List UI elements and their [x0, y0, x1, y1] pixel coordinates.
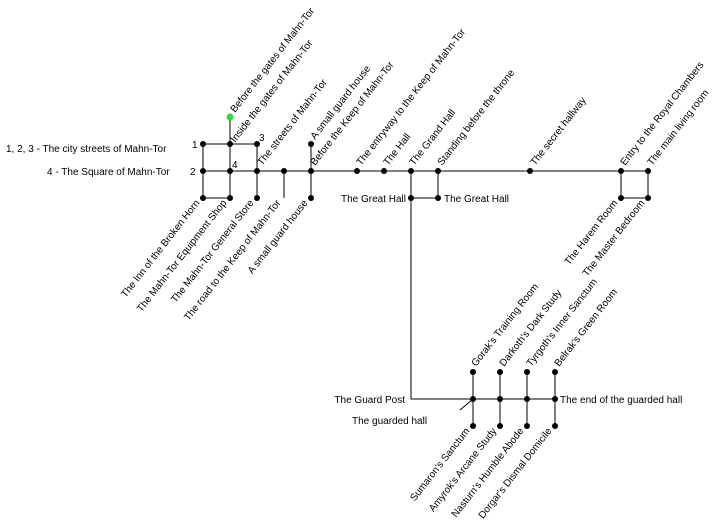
node-hall — [381, 168, 387, 174]
node-tyrgoth — [524, 369, 530, 375]
node-sumaron — [470, 423, 476, 429]
node-end-guarded — [552, 396, 558, 402]
label-great-hall-right: The Great Hall — [444, 194, 509, 205]
legend: 1, 2, 3 - The city streets of Mahn-Tor 4… — [6, 133, 265, 178]
marker-2: 2 — [190, 167, 196, 178]
node-equipment-shop — [227, 195, 233, 201]
label-guard-post: The Guard Post — [334, 395, 405, 406]
node-guarded-hall — [470, 396, 476, 402]
top-labels: Before the gates of Mahn-Tor Inside the … — [229, 5, 712, 368]
node-dorgar — [552, 423, 558, 429]
node-darkoth — [497, 369, 503, 375]
legend-square: 4 - The Square of Mahn-Tor — [47, 167, 170, 178]
node-nasturn — [524, 423, 530, 429]
node-grand-hall — [408, 168, 414, 174]
node-great-hall-right — [435, 195, 441, 201]
marker-1: 1 — [192, 140, 198, 151]
node-gorak — [470, 369, 476, 375]
node-entryway — [354, 168, 360, 174]
label-secret-hallway: The secret hallway — [529, 95, 589, 167]
node-small-guard-house-bottom — [308, 195, 314, 201]
node-guarded-2 — [497, 396, 503, 402]
node-square — [227, 168, 233, 174]
node-secret-hallway — [527, 168, 533, 174]
node-guarded-3 — [524, 396, 530, 402]
node-before-throne — [435, 168, 441, 174]
node-streets-1 — [200, 141, 206, 147]
node-streets — [254, 168, 260, 174]
map-nodes — [200, 113, 651, 429]
label-end-guarded: The end of the guarded hall — [560, 395, 682, 406]
node-small-guard-house-top — [308, 141, 314, 147]
node-main-living — [645, 168, 651, 174]
marker-4: 4 — [232, 160, 238, 171]
node-streets-2 — [200, 168, 206, 174]
node-general-store — [254, 195, 260, 201]
node-belrak — [552, 369, 558, 375]
label-great-hall-left: The Great Hall — [341, 194, 406, 205]
node-before-keep — [308, 168, 314, 174]
legend-streets: 1, 2, 3 - The city streets of Mahn-Tor — [6, 144, 167, 155]
marker-3: 3 — [259, 133, 265, 144]
node-great-hall-left — [408, 195, 414, 201]
node-road-keep — [281, 168, 287, 174]
node-entry-royal — [618, 168, 624, 174]
node-inn — [200, 195, 206, 201]
node-harem — [618, 195, 624, 201]
node-streets-3 — [254, 141, 260, 147]
start-node — [226, 113, 234, 121]
label-guarded-hall: The guarded hall — [352, 416, 427, 427]
node-inside-gates — [227, 141, 233, 147]
horizontal-labels: The Great Hall The Great Hall The Guard … — [334, 194, 682, 427]
label-before-keep: Before the Keep of Mahn-Tor — [309, 59, 397, 167]
node-master-bedroom — [645, 195, 651, 201]
node-amyrok — [497, 423, 503, 429]
